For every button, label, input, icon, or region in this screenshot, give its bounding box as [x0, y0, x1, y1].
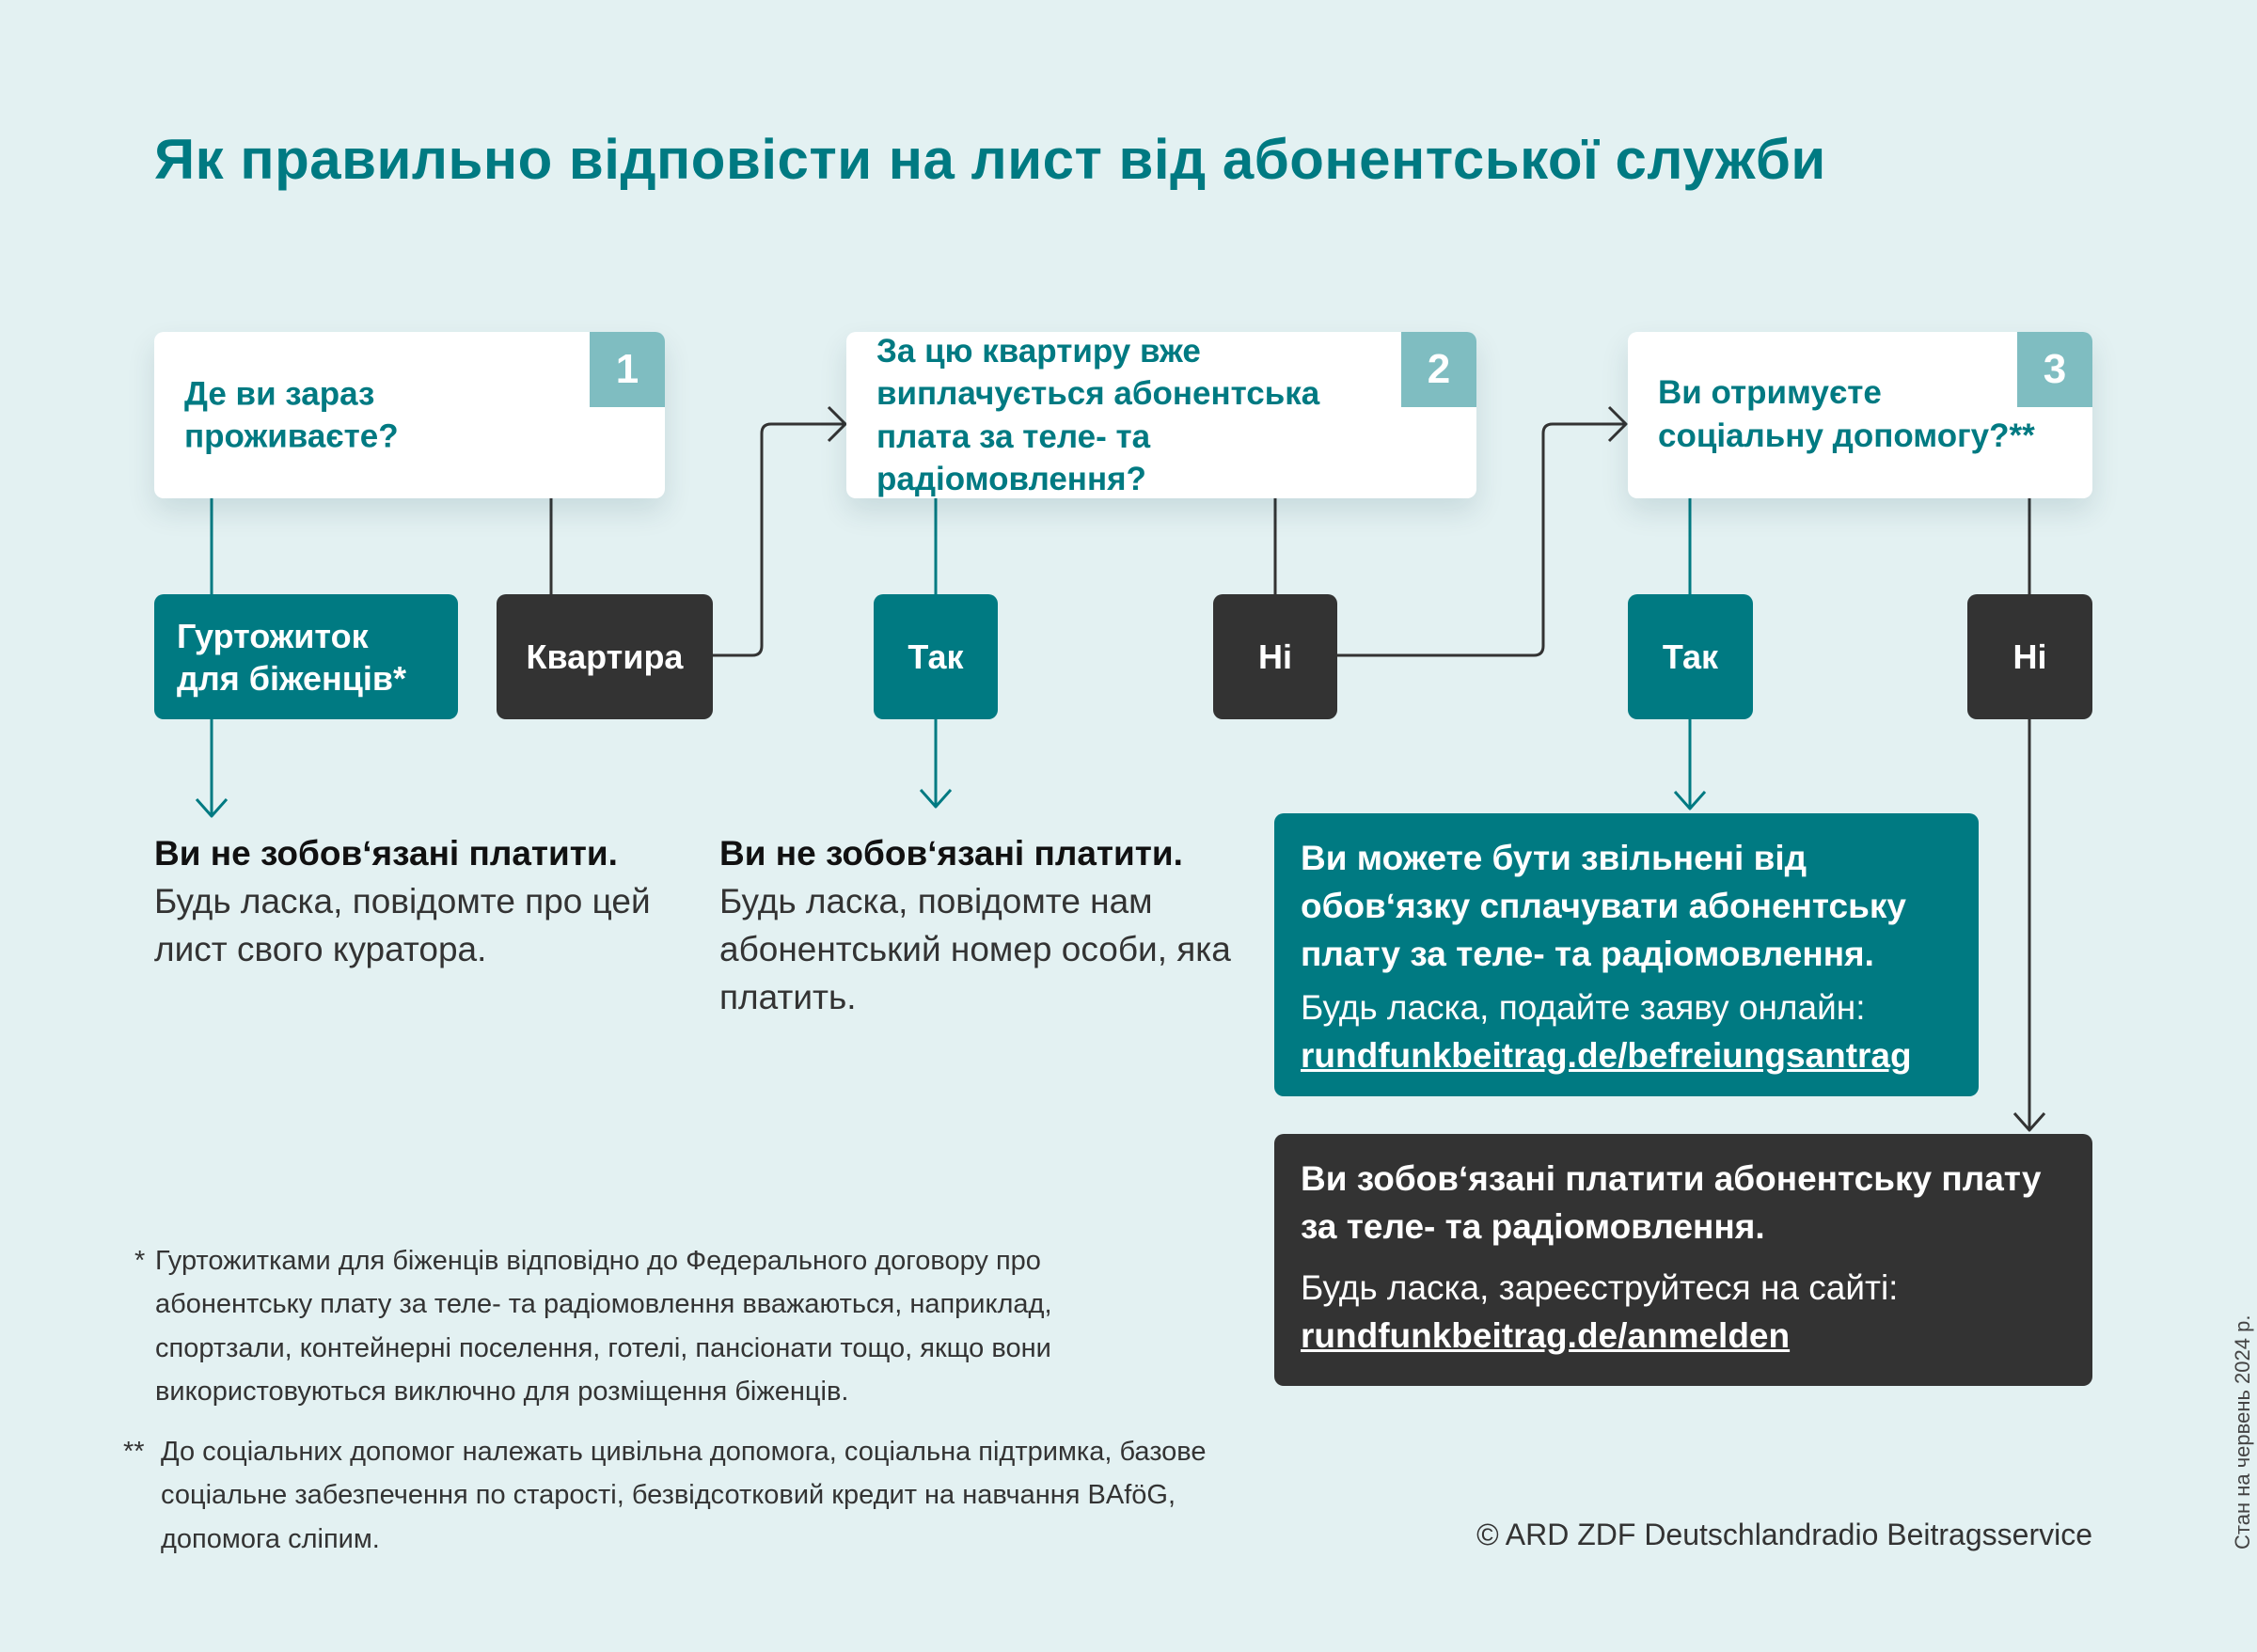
answer-dorm: Гуртожиток для біженців* [154, 594, 458, 719]
answer-yes-2: Так [1628, 594, 1753, 719]
result-dorm: Ви не зобов‘язані платити. Будь ласка, п… [154, 829, 681, 973]
step-badge: 1 [590, 332, 665, 407]
question-3: Ви отримуєте соціальну допомогу?** 3 [1628, 332, 2092, 498]
question-text: За цю квартиру вже виплачується абонентс… [876, 332, 1320, 498]
result-exempt: Ви можете бути звільнені від обов‘язку с… [1274, 813, 1979, 1096]
footnote-mark: ** [123, 1437, 145, 1467]
result-text: Будь ласка, повідомте нам абонентський н… [719, 882, 1231, 1017]
footnote-text: До соціальних допомог належать цивільна … [161, 1437, 1207, 1554]
footnote-dorm: * Гуртожитками для біженців відповідно д… [134, 1239, 1178, 1414]
result-paid: Ви не зобов‘язані платити. Будь ласка, п… [719, 829, 1232, 1021]
question-2: За цю квартиру вже виплачується абонентс… [846, 332, 1476, 498]
question-text: Де ви зараз проживаєте? [184, 375, 399, 455]
result-heading: Ви можете бути звільнені від обов‘язку с… [1301, 839, 1906, 974]
footnote-text: Гуртожитками для біженців відповідно до … [155, 1246, 1052, 1408]
result-text: Будь ласка, подайте заяву онлайн: [1301, 988, 1866, 1028]
question-1: Де ви зараз проживаєте? 1 [154, 332, 665, 498]
answer-no-2: Ні [1967, 594, 2092, 719]
step-badge: 3 [2017, 332, 2092, 407]
answer-yes-1: Так [874, 594, 998, 719]
result-heading: Ви зобов‘язані платити абонентську плату… [1301, 1159, 2042, 1247]
footnote-mark: * [134, 1246, 146, 1276]
result-heading: Ви не зобов‘язані платити. [719, 834, 1183, 873]
question-text: Ви отримуєте соціальну допомогу?** [1658, 374, 2035, 454]
page-title: Як правильно відповісти на лист від абон… [154, 128, 1826, 191]
connector-yes2 [1673, 498, 1707, 810]
registration-link[interactable]: rundfunkbeitrag.de/anmelden [1301, 1316, 1791, 1356]
date-note: Стан на червень 2024 р. [2231, 1314, 2254, 1550]
result-heading: Ви не зобов‘язані платити. [154, 834, 618, 873]
result-text: Будь ласка, зареєструйтеся на сайті: [1301, 1268, 1899, 1308]
arrow-apartment-to-q2 [713, 405, 847, 657]
arrow-no1-to-q3 [1337, 405, 1628, 657]
result-text: Будь ласка, повідомте про цей лист свого… [154, 882, 651, 969]
connector-yes1 [919, 498, 953, 809]
exemption-link[interactable]: rundfunkbeitrag.de/befreiungsantrag [1301, 1036, 1912, 1076]
copyright: © ARD ZDF Deutschlandradio Beitragsservi… [1476, 1518, 2092, 1551]
answer-no-1: Ні [1213, 594, 1337, 719]
step-badge: 2 [1401, 332, 1476, 407]
answer-apartment: Квартира [497, 594, 713, 719]
connector-no2 [2012, 498, 2046, 1132]
footnote-social: ** До соціальних допомог належать цивіль… [123, 1430, 1233, 1561]
result-must-pay: Ви зобов‘язані платити абонентську плату… [1274, 1134, 2092, 1386]
connector-dorm [195, 498, 229, 818]
